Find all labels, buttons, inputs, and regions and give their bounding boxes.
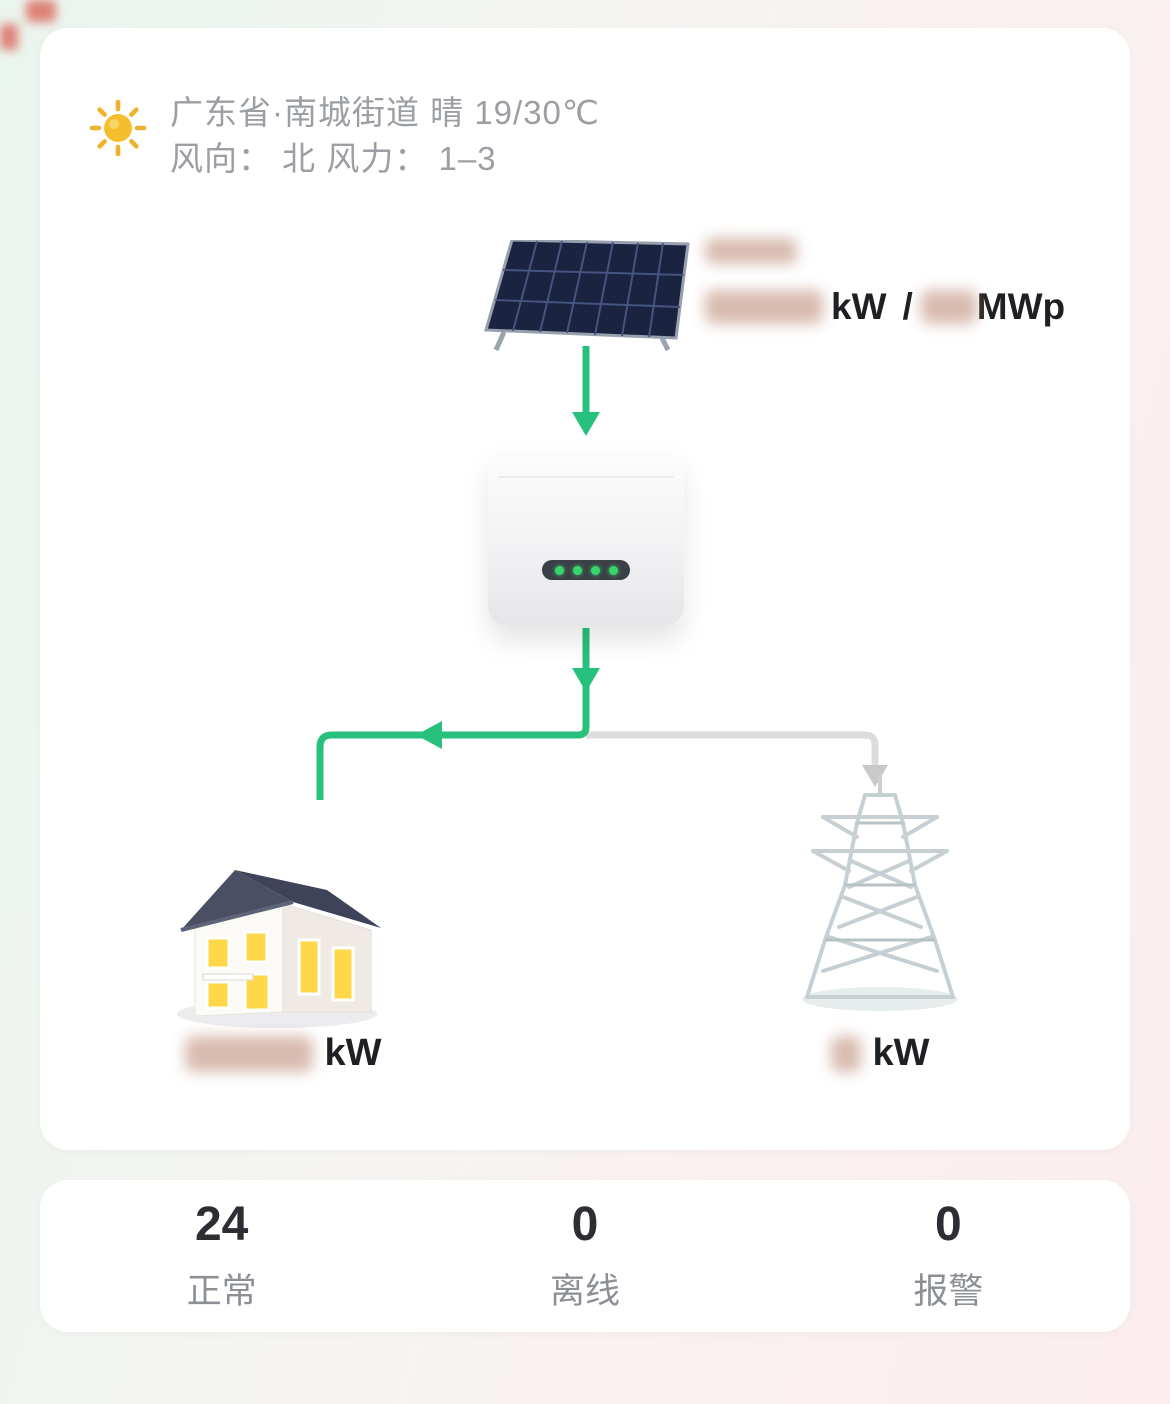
redacted-header-mark bbox=[0, 24, 18, 50]
inverter-seam bbox=[498, 476, 674, 478]
plant-status-card: 24 正常 0 离线 0 报警 bbox=[40, 1180, 1130, 1332]
stat-offline-value: 0 bbox=[571, 1197, 599, 1251]
grid-arrow-icon bbox=[862, 765, 888, 787]
stat-offline-label: 离线 bbox=[549, 1271, 620, 1311]
stat-normal-value: 24 bbox=[194, 1197, 249, 1251]
led-indicator bbox=[572, 565, 582, 575]
down-arrow-icon bbox=[572, 668, 600, 692]
pv-capacity-unit: MWp bbox=[976, 286, 1066, 327]
pv-power-unit: kW bbox=[831, 286, 887, 327]
solar-panel-illustration bbox=[484, 240, 690, 352]
led-indicator bbox=[554, 565, 564, 575]
stat-normal-label: 正常 bbox=[186, 1271, 257, 1311]
stat-normal[interactable]: 24 正常 bbox=[40, 1197, 403, 1314]
led-indicator bbox=[608, 565, 618, 575]
house-power-unit: kW bbox=[324, 1032, 382, 1074]
pv-wire bbox=[316, 346, 600, 800]
led-indicator bbox=[590, 565, 600, 575]
stat-alarm-value: 0 bbox=[934, 1197, 962, 1251]
redacted-pv-percent bbox=[705, 238, 797, 264]
power-tower-illustration bbox=[802, 775, 958, 1011]
redacted-pv-power bbox=[705, 290, 823, 324]
pv-summary-text: kW / MWp bbox=[705, 238, 1065, 328]
energy-flow-wires bbox=[316, 346, 888, 800]
weather-location-text: 广东省·南城街道 晴 19/30℃ bbox=[170, 94, 600, 131]
weather-summary: 广东省·南城街道 晴 19/30℃ 风向： 北 风力： 1–3 bbox=[86, 90, 600, 182]
sun-icon bbox=[89, 99, 147, 157]
stat-alarm[interactable]: 0 报警 bbox=[767, 1197, 1130, 1314]
down-arrow-icon bbox=[572, 412, 600, 436]
redacted-pv-capacity bbox=[920, 290, 977, 324]
house-power-label: kW bbox=[158, 1032, 408, 1075]
stat-alarm-label: 报警 bbox=[913, 1271, 984, 1311]
grid-wire bbox=[586, 731, 888, 787]
inverter-illustration bbox=[488, 448, 684, 626]
redacted-header-mark bbox=[26, 0, 56, 22]
redacted-grid-power bbox=[830, 1035, 861, 1072]
grid-power-unit: kW bbox=[872, 1032, 930, 1074]
left-arrow-icon bbox=[416, 721, 442, 749]
energy-flow-card: 广东省·南城街道 晴 19/30℃ 风向： 北 风力： 1–3 bbox=[40, 28, 1130, 1150]
weather-wind-text: 风向： 北 风力： 1–3 bbox=[170, 140, 497, 177]
stat-offline[interactable]: 0 离线 bbox=[403, 1197, 766, 1314]
redacted-house-power bbox=[184, 1035, 313, 1072]
pv-separator: / bbox=[902, 286, 913, 327]
grid-power-label: kW bbox=[800, 1032, 960, 1075]
house-illustration bbox=[177, 870, 381, 1028]
inverter-led-panel bbox=[542, 560, 630, 580]
